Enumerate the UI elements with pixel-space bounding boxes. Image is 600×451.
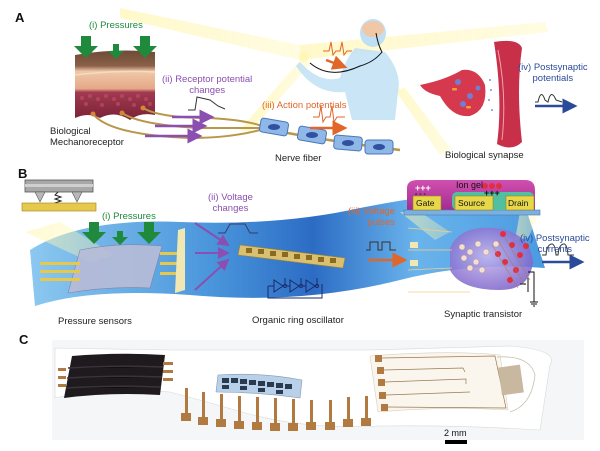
- panel-b-step3-line2: pulses: [367, 217, 395, 228]
- photo-gate-pad: [498, 364, 524, 396]
- ring-oscillator-circuit-symbol: [267, 278, 323, 299]
- panel-b-step4-line2: currents: [537, 244, 572, 255]
- panel-b-step2-label: (ii) Voltage changes: [208, 192, 253, 214]
- mechanoreceptor-label: Biological Mechanoreceptor: [50, 126, 124, 148]
- nerve-fiber-label: Nerve fiber: [275, 153, 322, 164]
- pressure-arrow: [108, 44, 124, 59]
- human-body-illustration: [296, 19, 399, 120]
- pressure-arrow: [133, 36, 157, 58]
- postsynaptic-current-waveform: [542, 243, 574, 256]
- gate-label: Gate: [416, 198, 435, 208]
- drain-label: Drain: [508, 198, 529, 208]
- device-photograph: [52, 340, 584, 444]
- synaptic-transistor-dome: [407, 227, 533, 293]
- pressure-arrows-a: [74, 36, 157, 59]
- action-potential-waveform: [313, 105, 345, 124]
- source-label: Source: [458, 198, 485, 208]
- gate-plus-charges: +++: [415, 183, 431, 193]
- pressure-arrow: [74, 36, 98, 58]
- panel-b-step3-label: (iii) Voltage pulses: [348, 206, 395, 228]
- panel-b-step2-line1: (ii) Voltage: [208, 192, 253, 203]
- panel-a-step3-label: (iii) Action potentials: [262, 100, 347, 111]
- panel-b-step1-label: (i) Pressures: [102, 211, 156, 222]
- panel-a-step4-line1: (iv) Postsynaptic: [518, 62, 588, 73]
- pressure-sensor-array: [40, 228, 185, 294]
- skin-mechanoreceptor-illustration: [74, 50, 156, 120]
- nerve-fiber-segments: [258, 117, 394, 155]
- pressure-sensor-schematic: [21, 179, 97, 212]
- postsynaptic-potential-waveform: [535, 94, 563, 103]
- scale-bar-label: 2 mm: [444, 428, 467, 438]
- pressure-sensors-label: Pressure sensors: [58, 316, 132, 327]
- mechanoreceptor-line2: Mechanoreceptor: [50, 137, 124, 148]
- receptor-signal-arrows: [145, 109, 215, 144]
- transistor-cross-section: [403, 180, 541, 216]
- panel-c-letter: C: [19, 332, 29, 347]
- body-ap-waveform: [323, 41, 352, 57]
- ion-gel-label: Ion gel: [456, 180, 484, 190]
- voltage-pulse-waveform: [366, 241, 396, 251]
- gate-minus-charges: - - -: [415, 191, 426, 198]
- channel-plus-charges: +++: [484, 188, 500, 198]
- mechanoreceptor-line1: Biological: [50, 126, 91, 137]
- panel-b-letter: B: [18, 166, 28, 181]
- body-ap-arrow: [325, 55, 348, 70]
- panel-a-step4-line2: potentials: [532, 73, 574, 84]
- biological-synapse-label: Biological synapse: [445, 150, 524, 161]
- transistor-circuit-symbol: [520, 271, 538, 307]
- biological-synapse-illustration: [420, 40, 522, 148]
- receptor-potential-waveform: [188, 96, 226, 111]
- panel-a-letter: A: [15, 10, 25, 25]
- ring-oscillator-label: Organic ring oscillator: [252, 315, 344, 326]
- beam-1: [120, 8, 300, 60]
- beam-3: [240, 60, 312, 132]
- scale-bar: [445, 440, 467, 444]
- panel-a-step1-label: (i) Pressures: [89, 20, 143, 31]
- panel-b-step3-line1: (iii) Voltage: [348, 206, 395, 217]
- panel-a-step2-line2: changes: [189, 85, 226, 96]
- panel-b-step4-label: (iv) Postsynaptic currents: [520, 233, 590, 255]
- source-electrode: [454, 195, 494, 211]
- voltage-arrows: [194, 222, 230, 291]
- synaptic-transistor-label: Synaptic transistor: [444, 309, 523, 320]
- panel-b-step4-line1: (iv) Postsynaptic: [520, 233, 590, 244]
- drain-electrode: [505, 195, 535, 211]
- photo-contact-pads: [181, 388, 371, 431]
- gate-electrode: [412, 195, 442, 211]
- panel-a-step2-label: (ii) Receptor potential changes: [162, 74, 252, 96]
- ring-oscillator-chip: [237, 244, 346, 269]
- pressure-arrows-b: [82, 222, 161, 245]
- panel-a-step4-label: (iv) Postsynaptic potentials: [518, 62, 588, 84]
- panel-b-step2-line2: changes: [212, 203, 249, 214]
- photo-synaptic-transistor-film: [369, 352, 509, 413]
- voltage-change-waveform: [218, 223, 258, 234]
- beam-4: [395, 88, 452, 155]
- panel-a-step2-line1: (ii) Receptor potential: [162, 74, 253, 85]
